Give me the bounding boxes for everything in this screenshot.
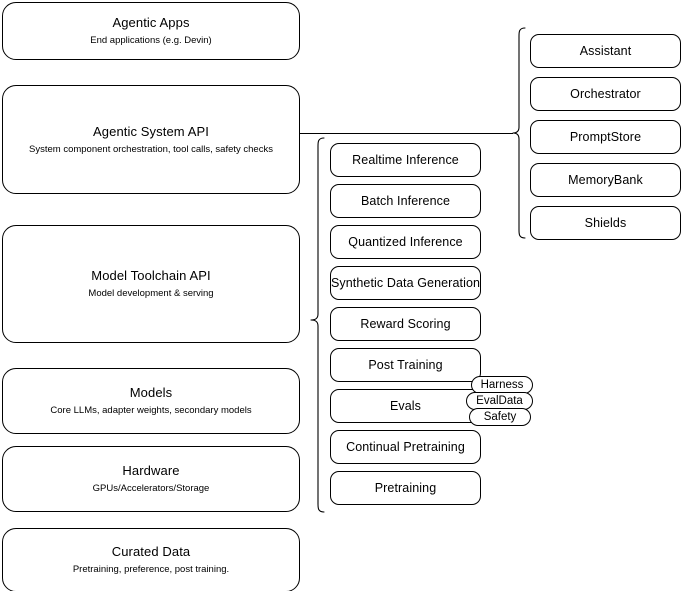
component-label: Shields [584,216,627,230]
layer-title: Curated Data [111,544,191,559]
capability-label: Post Training [368,358,443,372]
capability-label: Continual Pretraining [346,440,465,454]
capability-realtime-inference[interactable]: Realtime Inference [330,143,481,177]
layer-title: Models [129,385,173,400]
evals-badge-harness[interactable]: Harness [471,376,533,394]
component-shields[interactable]: Shields [530,206,681,240]
capability-evals[interactable]: Evals [330,389,481,423]
component-memorybank[interactable]: MemoryBank [530,163,681,197]
layer-title: Hardware [122,463,180,478]
evals-badge-label: Safety [483,411,517,423]
layer-hardware[interactable]: Hardware GPUs/Accelerators/Storage [2,446,300,512]
capability-batch-inference[interactable]: Batch Inference [330,184,481,218]
capability-label: Reward Scoring [360,317,451,331]
capability-label: Realtime Inference [352,153,459,167]
capability-reward-scoring[interactable]: Reward Scoring [330,307,481,341]
component-label: PromptStore [569,130,642,144]
layer-curated-data[interactable]: Curated Data Pretraining, preference, po… [2,528,300,591]
capability-label: Pretraining [374,481,437,495]
layer-subtitle: GPUs/Accelerators/Storage [92,483,210,494]
layer-subtitle: System component orchestration, tool cal… [29,143,273,155]
layer-subtitle: End applications (e.g. Devin) [90,35,212,46]
component-assistant[interactable]: Assistant [530,34,681,68]
layer-model-toolchain-api[interactable]: Model Toolchain API Model development & … [2,225,300,343]
layer-title: Agentic System API [93,123,209,139]
component-label: Assistant [579,44,632,58]
layer-title: Model Toolchain API [91,268,211,283]
layer-subtitle: Model development & serving [88,288,214,299]
capability-pretraining[interactable]: Pretraining [330,471,481,505]
component-promptstore[interactable]: PromptStore [530,120,681,154]
capability-label: Evals [389,399,422,413]
capability-label: Quantized Inference [348,235,463,249]
layer-agentic-system-api[interactable]: Agentic System API System component orch… [2,85,300,194]
evals-badge-safety[interactable]: Safety [469,408,531,426]
capability-continual-pretraining[interactable]: Continual Pretraining [330,430,481,464]
evals-badge-label: Harness [480,379,524,391]
layer-title: Agentic Apps [112,15,190,30]
evals-badge-evaldata[interactable]: EvalData [466,392,533,410]
component-orchestrator[interactable]: Orchestrator [530,77,681,111]
brace-toolchain-capabilities [304,132,326,520]
component-label: Orchestrator [570,87,641,101]
connector-system-api-to-components [300,133,513,134]
capability-label: Synthetic Data Generation [330,276,481,290]
layer-subtitle: Pretraining, preference, post training. [72,564,230,575]
capability-quantized-inference[interactable]: Quantized Inference [330,225,481,259]
evals-badge-label: EvalData [476,395,523,407]
capability-synthetic-data-generation[interactable]: Synthetic Data Generation [330,266,481,300]
layer-agentic-apps[interactable]: Agentic Apps End applications (e.g. Devi… [2,2,300,60]
layer-subtitle: Core LLMs, adapter weights, secondary mo… [50,405,252,416]
layer-models[interactable]: Models Core LLMs, adapter weights, secon… [2,368,300,434]
capability-post-training[interactable]: Post Training [330,348,481,382]
component-label: MemoryBank [568,173,643,187]
capability-label: Batch Inference [360,194,451,208]
